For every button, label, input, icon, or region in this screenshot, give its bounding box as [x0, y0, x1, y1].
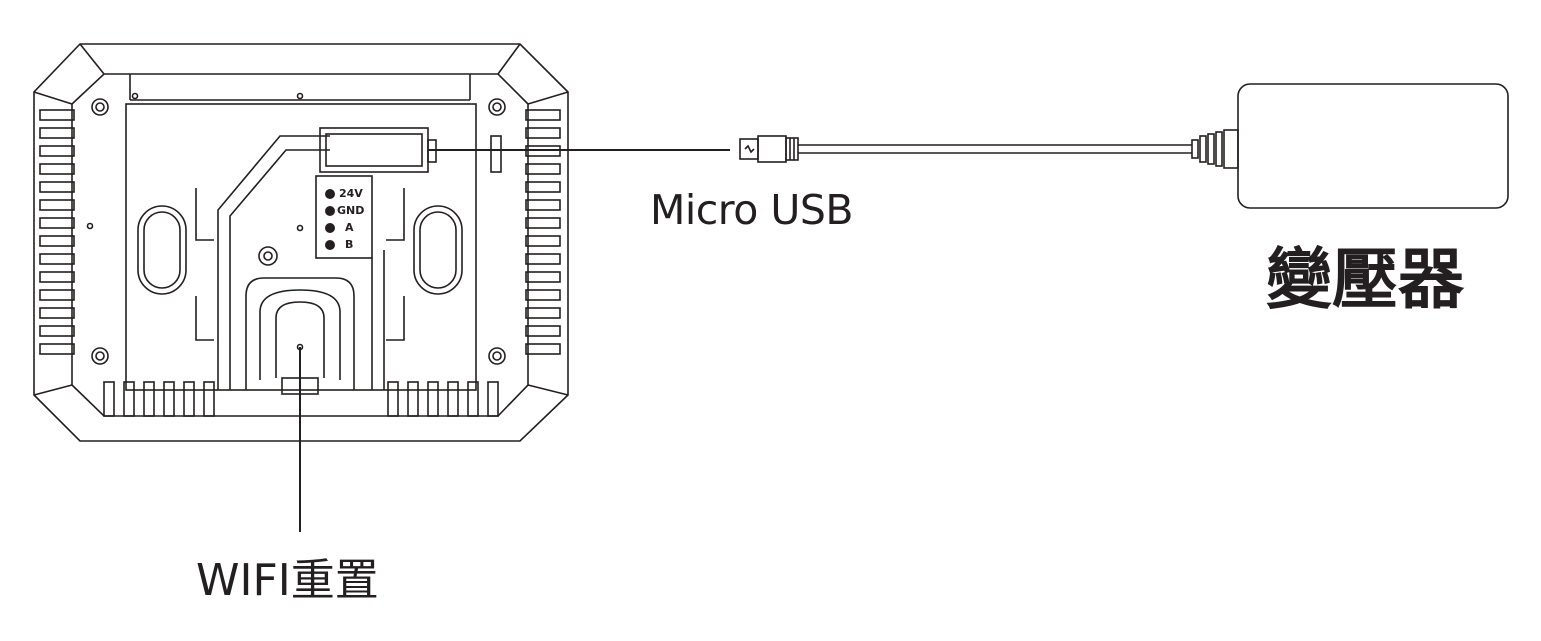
cable-channel — [217, 135, 330, 390]
wifi-reset-label: WIFI重置 — [196, 555, 379, 606]
micro-usb-plug — [739, 135, 799, 163]
right-mount-slot — [413, 205, 463, 295]
adapter-cable-relief — [1191, 129, 1239, 169]
bottom-vents — [103, 381, 499, 417]
right-vents — [525, 109, 561, 355]
terminal-label-b: B — [345, 238, 354, 251]
left-mount-slot — [137, 205, 187, 295]
terminal-dot-b — [325, 240, 335, 250]
terminal-label-a: A — [345, 221, 354, 234]
terminal-block — [315, 175, 373, 259]
power-adapter — [1237, 83, 1509, 209]
usb-cable — [798, 144, 1192, 154]
terminal-dot-24v — [325, 189, 335, 199]
terminal-label-gnd: GND — [337, 204, 365, 217]
screw-holes — [91, 98, 506, 365]
terminal-dot-gnd — [325, 206, 335, 216]
terminal-dot-a — [325, 223, 335, 233]
terminal-label-24v: 24V — [339, 187, 363, 200]
micro-usb-label: Micro USB — [650, 186, 854, 234]
left-vents — [39, 109, 75, 355]
device-outer-shell — [33, 43, 569, 442]
reset-button-housing — [259, 289, 341, 380]
adapter-label: 變壓器 — [1266, 241, 1464, 318]
